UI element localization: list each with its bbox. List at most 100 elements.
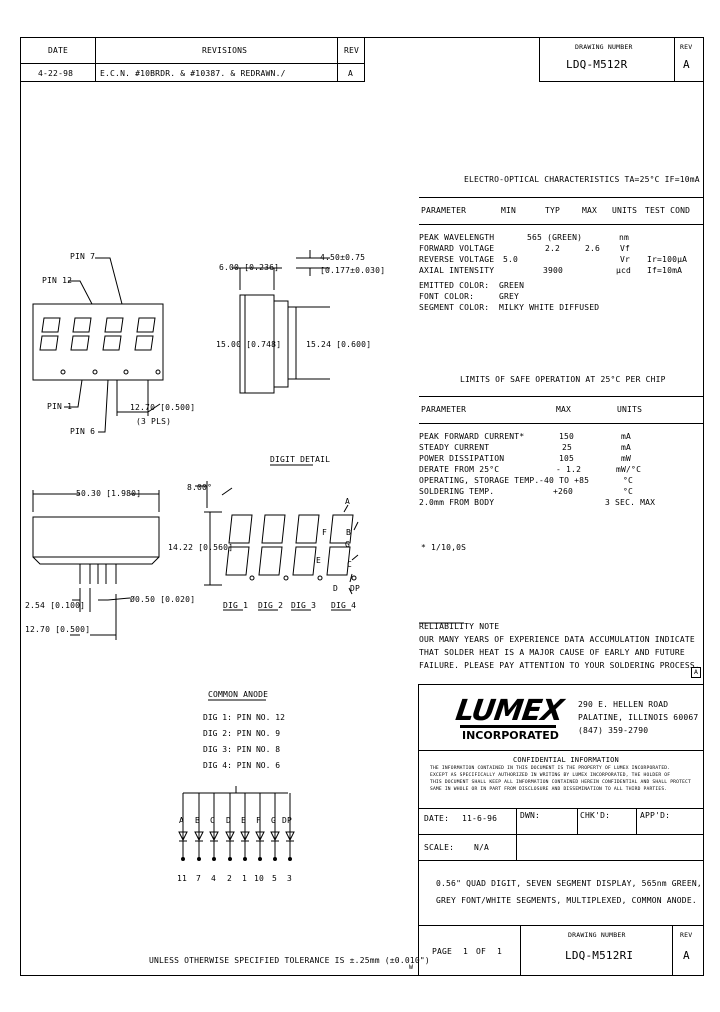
digit-height: 14.22 [0.560] bbox=[168, 543, 234, 552]
corner-mark-right: A bbox=[694, 668, 699, 676]
side-pin-length: 4.50±0.75 bbox=[320, 253, 366, 262]
revision-rev-header: REV bbox=[344, 46, 360, 55]
safe-row: OPERATING, STORAGE TEMP. -40 TO +85 °C bbox=[419, 476, 634, 485]
schematic-pin: 10 bbox=[254, 874, 265, 883]
safe-row: PEAK FORWARD CURRENT* 150 mA bbox=[419, 432, 632, 441]
safe-row: DERATE FROM 25°C - 1.2 mW/°C bbox=[419, 465, 642, 474]
overall-length: 50.30 [1.980] bbox=[76, 489, 142, 498]
page-total: 1 bbox=[497, 947, 503, 956]
revision-block bbox=[20, 37, 365, 82]
eo-row: EMITTED COLOR: GREEN bbox=[419, 281, 525, 290]
schematic-seg-e: E bbox=[241, 816, 247, 825]
row-spacing: 12.70 [0.500] bbox=[25, 625, 91, 634]
reliability-line: OUR MANY YEARS OF EXPERIENCE DATA ACCUMU… bbox=[419, 635, 695, 644]
date-value: 11-6-96 bbox=[462, 814, 498, 823]
description-line: 0.56" QUAD DIGIT, SEVEN SEGMENT DISPLAY,… bbox=[436, 879, 702, 888]
pin7-label: PIN 7 bbox=[70, 252, 96, 261]
pin-pitch: 2.54 [0.100] bbox=[25, 601, 86, 610]
safe-row: 2.0mm FROM BODY 3 SEC. MAX bbox=[419, 498, 656, 507]
schematic-seg-dp: DP bbox=[282, 816, 293, 825]
pin12-label: PIN 12 bbox=[42, 276, 73, 285]
segment-dp: DP bbox=[350, 584, 361, 593]
dwn-label: DWN: bbox=[520, 811, 541, 820]
schematic-pin: 7 bbox=[196, 874, 202, 883]
eo-header-units: UNITS bbox=[612, 206, 638, 215]
safe-row: STEADY CURRENT 25 mA bbox=[419, 443, 632, 452]
drawing-number-label-top: DRAWING NUMBER bbox=[575, 43, 633, 51]
rev-value-bottom: A bbox=[683, 949, 690, 962]
digit-label-1: DIG 1 bbox=[223, 601, 249, 610]
eo-row: PEAK WAVELENGTH 565 (GREEN) nm bbox=[419, 233, 630, 242]
of-label: OF bbox=[476, 947, 487, 956]
eo-row: FONT COLOR: GREY bbox=[419, 292, 520, 301]
pitch-label: 12.70 [0.500] bbox=[130, 403, 196, 412]
confidential-title: CONFIDENTIAL INFORMATION bbox=[513, 756, 619, 764]
safe-title: LIMITS OF SAFE OPERATION AT 25°C PER CHI… bbox=[460, 375, 666, 384]
tolerance-note: UNLESS OTHERWISE SPECIFIED TOLERANCE IS … bbox=[149, 956, 430, 965]
digit-slant: 8.00° bbox=[187, 483, 213, 492]
scale-label: SCALE: bbox=[424, 843, 455, 852]
appd-label: APP'D: bbox=[640, 811, 671, 820]
side-pin-spacing: 15.24 [0.600] bbox=[306, 340, 372, 349]
schematic-pin: 5 bbox=[272, 874, 278, 883]
digit-detail-title: DIGIT DETAIL bbox=[270, 455, 331, 464]
segment-a: A bbox=[345, 497, 351, 506]
common-anode-title: COMMON ANODE bbox=[208, 690, 269, 699]
side-top-width: 6.00 [0.236] bbox=[219, 263, 280, 272]
display-body-front bbox=[32, 303, 164, 381]
description-line: GREY FONT/WHITE SEGMENTS, MULTIPLEXED, C… bbox=[436, 896, 697, 905]
segment-f: F bbox=[322, 528, 328, 537]
rev-label-top: REV bbox=[680, 43, 693, 51]
rev-value-top: A bbox=[683, 58, 690, 71]
page-value: 1 bbox=[463, 947, 469, 956]
schematic-seg-d: D bbox=[226, 816, 232, 825]
eo-header-typ: TYP bbox=[545, 206, 561, 215]
title-block bbox=[418, 684, 704, 976]
eo-header-min: MIN bbox=[501, 206, 517, 215]
reliability-title: RELIABILITY NOTE bbox=[419, 622, 500, 631]
common-anode-list: DIG 1: PIN NO. 12 DIG 2: PIN NO. 9 DIG 3… bbox=[203, 713, 285, 771]
eo-header-cond: TEST COND bbox=[645, 206, 691, 215]
logo-subtext: INCORPORATED bbox=[462, 729, 559, 742]
revision-date-value: 4-22-98 bbox=[38, 69, 74, 78]
schematic-seg-c: C bbox=[210, 816, 216, 825]
schematic-pin: 3 bbox=[287, 874, 293, 883]
lumex-logo: LUMEX INCORPORATED bbox=[454, 693, 566, 746]
segment-e: E bbox=[316, 556, 322, 565]
schematic-branches bbox=[178, 793, 295, 858]
side-height: 15.00 [0.748] bbox=[216, 340, 282, 349]
schematic-pin: 2 bbox=[227, 874, 233, 883]
confidential-line: THE INFORMATION CONTAINED IN THIS DOCUME… bbox=[430, 766, 671, 771]
revision-revisions-header: REVISIONS bbox=[202, 46, 248, 55]
segment-c: C bbox=[347, 560, 353, 569]
safe-header-max: MAX bbox=[556, 405, 572, 414]
digit-label-2: DIG 2 bbox=[258, 601, 284, 610]
pitch-note: (3 PLS) bbox=[136, 417, 172, 426]
confidential-line: EXCEPT AS SPECIFICALLY AUTHORIZED IN WRI… bbox=[430, 773, 671, 778]
common-anode-item: DIG 4: PIN NO. 6 bbox=[203, 761, 281, 770]
pin-diameter: Ø0.50 [0.020] bbox=[130, 595, 196, 604]
drawing-number-label-bottom: DRAWING NUMBER bbox=[568, 931, 626, 939]
revision-date-header: DATE bbox=[48, 46, 69, 55]
safe-footnote: * 1/10,0S bbox=[421, 543, 467, 552]
address-line: PALATINE, ILLINOIS 60067 bbox=[578, 713, 699, 722]
corner-mark-box bbox=[691, 667, 701, 678]
safe-header-units: UNITS bbox=[617, 405, 643, 414]
pin6-label: PIN 6 bbox=[70, 427, 96, 436]
confidential-line: SAME IN WHOLE OR IN PART FROM DISCLOSURE… bbox=[430, 787, 668, 792]
safe-row: POWER DISSIPATION 105 mW bbox=[419, 454, 632, 463]
safe-header-param: PARAMETER bbox=[421, 405, 467, 414]
schematic-pin: 11 bbox=[177, 874, 188, 883]
side-pin-length-in: [0.177±0.030] bbox=[320, 266, 386, 275]
revision-rev-value: A bbox=[348, 69, 354, 78]
safe-row: SOLDERING TEMP. +260 °C bbox=[419, 487, 634, 496]
eo-row: SEGMENT COLOR: MILKY WHITE DIFFUSED bbox=[419, 303, 600, 312]
common-anode-item: DIG 2: PIN NO. 9 bbox=[203, 729, 281, 738]
address-line: 290 E. HELLEN ROAD bbox=[578, 700, 669, 709]
eo-row: FORWARD VOLTAGE 2.2 2.6 Vf bbox=[419, 244, 631, 253]
rev-label-bottom: REV bbox=[680, 931, 693, 939]
page-label: PAGE bbox=[432, 947, 453, 956]
eo-header-param: PARAMETER bbox=[421, 206, 467, 215]
chkd-label: CHK'D: bbox=[580, 811, 611, 820]
